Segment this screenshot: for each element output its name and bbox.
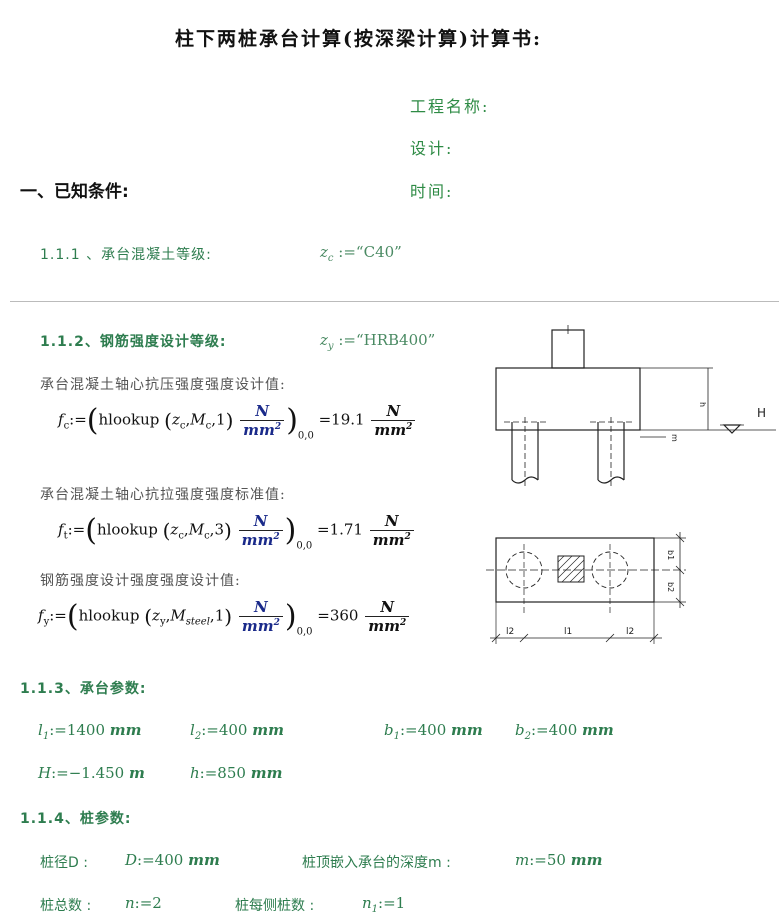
label-b2: b2	[666, 582, 675, 592]
label-b1: b1	[666, 550, 675, 560]
D-expr: D:=400 mm	[125, 851, 220, 869]
divider	[10, 301, 779, 302]
fc-description: 承台混凝土轴心抗压强度强度设计值:	[40, 377, 286, 393]
n1-expr: n1:=1	[362, 894, 406, 915]
design-label: 设计:	[410, 139, 454, 158]
n-expr: n:=2	[125, 894, 162, 912]
plan-view	[486, 532, 686, 644]
elevation-view	[495, 325, 776, 487]
concrete-grade-expr: zc :=“C40”	[320, 243, 402, 264]
label-m: m	[670, 434, 679, 442]
section-known-conditions-heading: 一、已知条件:	[20, 182, 129, 202]
pile-per-side-label: 桩每侧桩数 :	[235, 898, 315, 914]
l2-expr: l2:=400 mm	[190, 721, 284, 742]
h-expr: h:=850 mm	[190, 764, 283, 782]
label-l2-left: l2	[506, 627, 514, 637]
rebar-grade-label: 1.1.2、钢筋强度设计等级:	[40, 334, 227, 350]
time-label: 时间:	[410, 182, 454, 201]
fy-description: 钢筋强度设计强度强度设计值:	[40, 573, 241, 589]
pile-diameter-label: 桩径D :	[40, 855, 88, 871]
label-l1: l1	[564, 627, 572, 637]
page-title: 柱下两桩承台计算(按深梁计算)计算书:	[175, 28, 542, 50]
label-H: H	[757, 406, 766, 420]
pile-params-label: 1.1.4、桩参数:	[20, 811, 132, 827]
cap-params-label: 1.1.3、承台参数:	[20, 681, 147, 697]
l1-expr: l1:=1400 mm	[38, 721, 142, 742]
H-expr: H:=−1.450 m	[38, 764, 145, 782]
embed-depth-label: 桩顶嵌入承台的深度m :	[302, 855, 451, 871]
label-l2-right: l2	[626, 627, 634, 637]
m-expr: m:=50 mm	[515, 851, 603, 869]
pile-total-label: 桩总数 :	[40, 898, 92, 914]
label-h: h	[698, 402, 707, 407]
ft-description: 承台混凝土轴心抗拉强度强度标准值:	[40, 487, 286, 503]
b2-expr: b2:=400 mm	[515, 721, 614, 742]
project-name-label: 工程名称:	[410, 97, 490, 116]
rebar-grade-expr: zy :=“HRB400”	[320, 331, 436, 352]
concrete-grade-label: 1.1.1 、承台混凝土等级:	[40, 247, 212, 263]
b1-expr: b1:=400 mm	[384, 721, 483, 742]
pile-cap-diagram: H h m l2 l1 l2 b1 b2	[486, 325, 776, 644]
